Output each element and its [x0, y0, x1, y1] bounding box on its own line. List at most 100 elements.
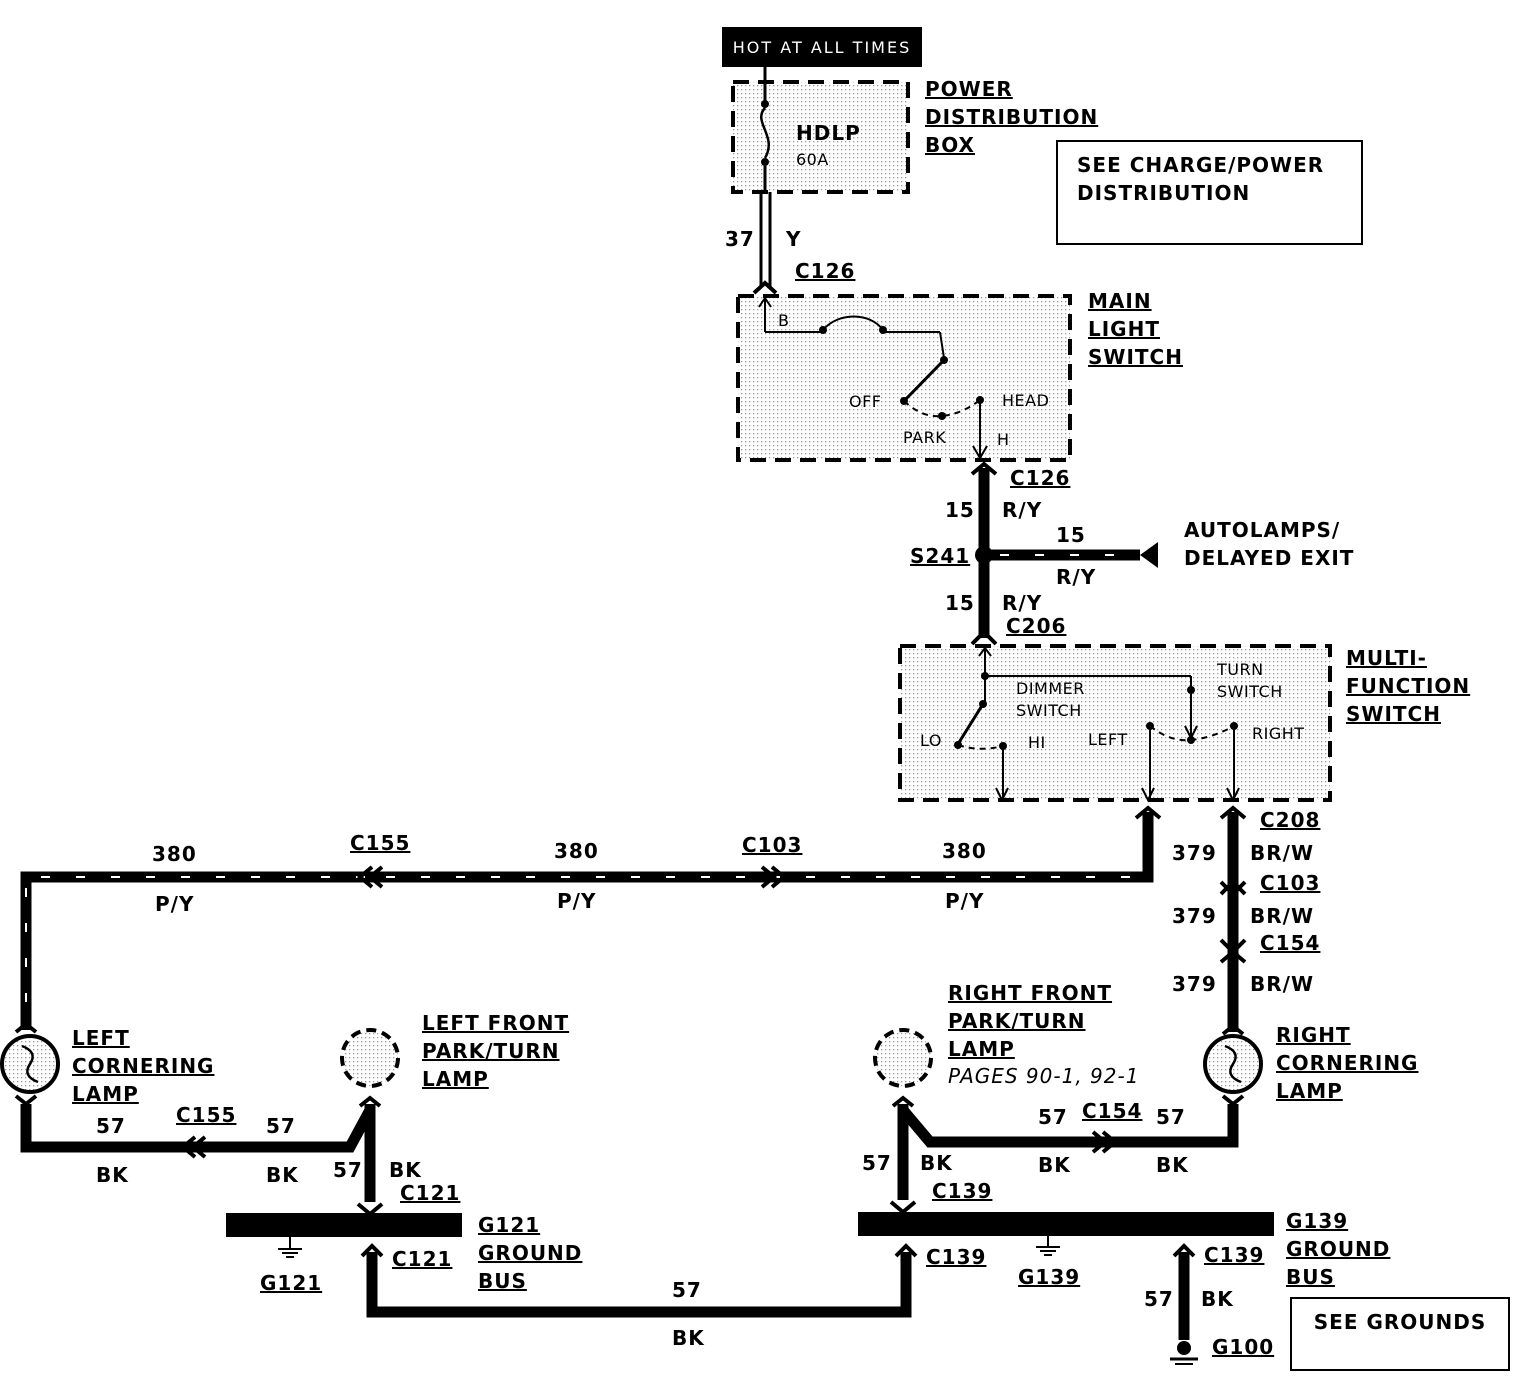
- wire-57-color-d: BK: [1038, 1153, 1071, 1177]
- power-distribution-box: [731, 80, 910, 194]
- wire-37-number: 37: [725, 227, 755, 251]
- wire-57-color-b: BK: [266, 1163, 299, 1187]
- wire-379-number-a: 379: [1172, 841, 1217, 865]
- svg-text:RIGHT FRONT: RIGHT FRONT: [948, 981, 1112, 1005]
- svg-text:LAMP: LAMP: [422, 1067, 489, 1091]
- wire-57-number-b: 57: [266, 1114, 296, 1138]
- connector-c155-380: [356, 865, 384, 889]
- see-charge-power-distribution-box: SEE CHARGE/POWER DISTRIBUTION: [1056, 140, 1363, 245]
- wire-379-color-a: BR/W: [1250, 841, 1314, 865]
- wire-57-bus-jumper: [366, 1252, 912, 1318]
- fuse-name: HDLP: [796, 121, 861, 145]
- mfs-left-label: LEFT: [1088, 730, 1128, 749]
- wire-57-number-e: 57: [1156, 1105, 1186, 1129]
- svg-text:DELAYED EXIT: DELAYED EXIT: [1184, 546, 1354, 570]
- wire-57-color-f: BK: [920, 1151, 953, 1175]
- right-front-park-turn-lamp-symbol: [873, 1028, 933, 1108]
- wire-37-color: Y: [785, 227, 801, 251]
- wire-379-color-c: BR/W: [1250, 972, 1314, 996]
- power-distribution-box-label: POWER DISTRIBUTION BOX: [925, 77, 1097, 157]
- left-front-park-turn-lamp-label: LEFT FRONT PARK/TURN LAMP: [422, 1011, 569, 1091]
- multi-function-switch-label: MULTI- FUNCTION SWITCH: [1346, 646, 1470, 726]
- svg-text:BUS: BUS: [478, 1269, 527, 1293]
- svg-text:LAMP: LAMP: [948, 1037, 1015, 1061]
- wire-15-upper-color: R/Y: [1002, 498, 1042, 522]
- main-light-switch-internals: [758, 296, 988, 460]
- wire-57-number-c: 57: [333, 1158, 363, 1182]
- wire-15-upper-number: 15: [945, 498, 975, 522]
- svg-text:PARK/TURN: PARK/TURN: [422, 1039, 560, 1063]
- c139-bottom-left-label: C139: [926, 1245, 986, 1269]
- svg-text:AUTOLAMPS/: AUTOLAMPS/: [1184, 518, 1340, 542]
- multi-function-switch-internals: [954, 646, 1240, 803]
- wire-57-number-f: 57: [862, 1151, 892, 1175]
- left-front-park-turn-lamp-symbol: [340, 1028, 400, 1108]
- svg-text:G139: G139: [1286, 1209, 1348, 1233]
- svg-text:G121: G121: [478, 1213, 540, 1237]
- hot-at-all-times-banner: HOT AT ALL TIMES: [722, 27, 922, 67]
- g139-ground-symbol: [1036, 1236, 1060, 1256]
- connector-c206: [970, 629, 998, 646]
- wire-379-number-c: 379: [1172, 972, 1217, 996]
- svg-text:LEFT: LEFT: [72, 1026, 130, 1050]
- g121-ground-symbol: [278, 1237, 302, 1258]
- mls-h-label: H: [997, 430, 1010, 449]
- c126-bottom-label: C126: [1010, 466, 1070, 490]
- c126-top-label: C126: [795, 259, 855, 283]
- wire-57-number-g: 57: [1144, 1287, 1174, 1311]
- g139-ground-bus-bar: [858, 1212, 1274, 1236]
- connector-c126-top: [752, 280, 778, 295]
- c139-top-label: C139: [932, 1179, 992, 1203]
- wire-57-color-e: BK: [1156, 1153, 1189, 1177]
- right-cornering-lamp-label: RIGHT CORNERING LAMP: [1276, 1023, 1417, 1103]
- svg-text:GROUND: GROUND: [1286, 1237, 1390, 1261]
- wire-37-y: [759, 192, 772, 288]
- autolamps-label: AUTOLAMPS/ DELAYED EXIT: [1184, 518, 1354, 570]
- svg-text:SWITCH: SWITCH: [1346, 702, 1441, 726]
- g100-ground-symbol: [1170, 1341, 1198, 1365]
- wire-380-color-a: P/Y: [155, 892, 194, 916]
- wire-380-number-c: 380: [942, 839, 987, 863]
- svg-text:LAMP: LAMP: [1276, 1079, 1343, 1103]
- wire-379-color-b: BR/W: [1250, 904, 1314, 928]
- g139-bus-label: G139 GROUND BUS: [1286, 1209, 1390, 1289]
- connector-c139-top: [889, 1200, 917, 1215]
- wire-57-jumper-number: 57: [672, 1278, 702, 1302]
- multi-function-switch-box: [898, 644, 1332, 802]
- connector-c139-bottom-right: [1172, 1243, 1196, 1258]
- svg-text:LAMP: LAMP: [72, 1082, 139, 1106]
- connector-c121-top: [356, 1202, 384, 1217]
- wire-380: [20, 812, 1154, 1030]
- c121-bottom-label: C121: [392, 1247, 452, 1271]
- svg-text:SWITCH: SWITCH: [1088, 345, 1183, 369]
- svg-text:SEE CHARGE/POWER: SEE CHARGE/POWER: [1077, 153, 1324, 177]
- wire-57-number-a: 57: [96, 1114, 126, 1138]
- c206-label: C206: [1006, 614, 1066, 638]
- g121-ground-label: G121: [260, 1271, 322, 1295]
- c103-380-label: C103: [742, 833, 802, 857]
- svg-text:LEFT FRONT: LEFT FRONT: [422, 1011, 569, 1035]
- hdlp-fuse-symbol: [760, 67, 770, 192]
- left-cornering-lamp-label: LEFT CORNERING LAMP: [72, 1026, 214, 1106]
- svg-text:SEE GROUNDS: SEE GROUNDS: [1314, 1310, 1487, 1334]
- connector-c126-bottom: [970, 461, 998, 476]
- wire-15-lower-color: R/Y: [1002, 591, 1042, 615]
- right-front-park-turn-lamp-label: RIGHT FRONT PARK/TURN LAMP PAGES 90-1, 9…: [948, 981, 1138, 1088]
- svg-text:LIGHT: LIGHT: [1088, 317, 1160, 341]
- svg-text:HOT AT ALL TIMES: HOT AT ALL TIMES: [733, 38, 911, 57]
- svg-text:GROUND: GROUND: [478, 1241, 582, 1265]
- wire-57-color-a: BK: [96, 1163, 129, 1187]
- svg-text:BUS: BUS: [1286, 1265, 1335, 1289]
- mfs-lo-label: LO: [920, 731, 942, 750]
- svg-text:RIGHT: RIGHT: [1276, 1023, 1351, 1047]
- wire-15-autolamps-number: 15: [1056, 523, 1086, 547]
- mls-off-label: OFF: [849, 392, 882, 411]
- svg-text:CORNERING: CORNERING: [72, 1054, 214, 1078]
- svg-text:FUNCTION: FUNCTION: [1346, 674, 1470, 698]
- c103-379-label: C103: [1260, 871, 1320, 895]
- right-cornering-lamp-symbol: [1203, 1023, 1263, 1107]
- wire-380-stripe: [25, 876, 1130, 1020]
- mfs-turn-label-2: SWITCH: [1217, 682, 1283, 701]
- wire-15-autolamps-color: R/Y: [1056, 565, 1096, 589]
